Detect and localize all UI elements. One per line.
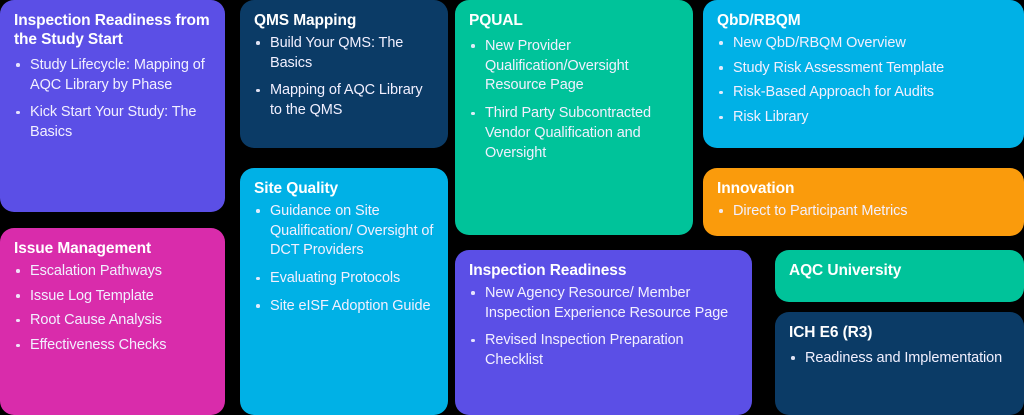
card-bullet-list: New Agency Resource/ Member Inspection E… <box>469 284 738 371</box>
card-qms-mapping[interactable]: QMS Mapping Build Your QMS: The Basics M… <box>240 0 448 148</box>
list-item[interactable]: Root Cause Analysis <box>14 311 211 331</box>
list-item-label: Build Your QMS: The Basics <box>270 34 404 71</box>
bullet-dot <box>471 111 475 116</box>
list-item[interactable]: New Agency Resource/ Member Inspection E… <box>469 284 738 323</box>
bullet-dot <box>471 291 475 295</box>
list-item-label: Site eISF Adoption Guide <box>270 297 431 314</box>
card-title: Innovation <box>717 180 795 197</box>
card-ich-e6-r3[interactable]: ICH E6 (R3) Readiness and Implementation <box>775 312 1024 415</box>
card-title: Issue Management <box>14 240 152 257</box>
list-item[interactable]: Third Party Subcontracted Vendor Qualifi… <box>469 104 679 163</box>
list-item[interactable]: Study Risk Assessment Template <box>717 59 1010 79</box>
list-item-label: Mapping of AQC Library to the QMS <box>270 82 423 119</box>
list-item[interactable]: Build Your QMS: The Basics <box>254 34 434 73</box>
card-title: ICH E6 (R3) <box>789 324 873 341</box>
bullet-dot <box>256 209 260 213</box>
card-bullet-list: New Provider Qualification/Oversight Res… <box>469 37 679 163</box>
card-bullet-list: Escalation Pathways Issue Log Template R… <box>14 262 211 356</box>
card-issue-management[interactable]: Issue Management Escalation Pathways Iss… <box>0 228 225 415</box>
list-item[interactable]: Guidance on Site Qualification/ Oversigh… <box>254 202 434 261</box>
list-item-label: New Provider Qualification/Oversight Res… <box>485 37 629 94</box>
list-item-label: New Agency Resource/ Member Inspection E… <box>485 284 729 321</box>
card-title: Site Quality <box>254 180 339 197</box>
card-title: QbD/RBQM <box>717 12 801 29</box>
card-qbd-rbqm[interactable]: QbD/RBQM New QbD/RBQM Overview Study Ris… <box>703 0 1024 148</box>
bullet-dot <box>719 90 723 95</box>
list-item[interactable]: Escalation Pathways <box>14 262 211 282</box>
bullet-dot <box>256 41 260 45</box>
card-bullet-list: Study Lifecycle: Mapping of AQC Library … <box>14 56 211 143</box>
bullet-dot <box>791 356 795 360</box>
bullet-dot <box>16 318 20 323</box>
list-item[interactable]: Effectiveness Checks <box>14 336 211 356</box>
list-item[interactable]: Risk Library <box>717 108 1010 128</box>
list-item-label: Issue Log Template <box>30 287 154 304</box>
list-item-label: Kick Start Your Study: The Basics <box>30 104 197 140</box>
card-bullet-list: Readiness and Implementation <box>789 349 1010 369</box>
bullet-dot <box>16 294 20 298</box>
card-innovation[interactable]: Innovation Direct to Participant Metrics <box>703 168 1024 236</box>
card-aqc-university[interactable]: AQC University <box>775 250 1024 302</box>
card-bullet-list: Direct to Participant Metrics <box>717 202 1010 222</box>
list-item[interactable]: Risk-Based Approach for Audits <box>717 83 1010 103</box>
list-item-label: New QbD/RBQM Overview <box>733 34 906 51</box>
bullet-dot <box>256 276 260 281</box>
list-item-label: Risk-Based Approach for Audits <box>733 84 934 101</box>
list-item-label: Escalation Pathways <box>30 262 162 279</box>
bullet-dot <box>16 63 20 67</box>
bullet-dot <box>16 110 20 115</box>
card-title: Inspection Readiness <box>469 262 627 279</box>
list-item-label: Direct to Participant Metrics <box>733 202 908 219</box>
card-title: QMS Mapping <box>254 12 357 29</box>
list-item[interactable]: Direct to Participant Metrics <box>717 202 1010 222</box>
bullet-dot <box>719 115 723 120</box>
list-item-label: Risk Library <box>733 109 809 126</box>
list-item[interactable]: Mapping of AQC Library to the QMS <box>254 81 434 120</box>
list-item[interactable]: Readiness and Implementation <box>789 349 1010 369</box>
list-item[interactable]: Issue Log Template <box>14 287 211 307</box>
list-item-label: Study Lifecycle: Mapping of AQC Library … <box>30 56 205 93</box>
card-inspection-readiness[interactable]: Inspection Readiness New Agency Resource… <box>455 250 752 415</box>
list-item-label: Study Risk Assessment Template <box>733 59 945 76</box>
list-item[interactable]: Revised Inspection Preparation Checklist <box>469 331 738 370</box>
bullet-dot <box>16 269 20 273</box>
bullet-dot <box>719 66 723 70</box>
list-item[interactable]: Kick Start Your Study: The Basics <box>14 103 211 142</box>
bullet-dot <box>719 209 723 213</box>
list-item-label: Third Party Subcontracted Vendor Qualifi… <box>485 105 651 161</box>
card-title: Inspection Readiness from the Study Star… <box>14 12 210 48</box>
list-item[interactable]: Evaluating Protocols <box>254 269 434 289</box>
list-item-label: Guidance on Site Qualification/ Oversigh… <box>270 202 434 259</box>
card-title: PQUAL <box>469 12 523 29</box>
bullet-dot <box>256 304 260 308</box>
list-item-label: Readiness and Implementation <box>805 349 1003 366</box>
list-item-label: Evaluating Protocols <box>270 270 401 287</box>
card-bullet-list: Guidance on Site Qualification/ Oversigh… <box>254 202 434 317</box>
list-item-label: Root Cause Analysis <box>30 312 162 329</box>
bullet-dot <box>471 338 475 343</box>
card-pqual[interactable]: PQUAL New Provider Qualification/Oversig… <box>455 0 693 235</box>
list-item-label: Revised Inspection Preparation Checklist <box>485 332 684 369</box>
list-item[interactable]: Site eISF Adoption Guide <box>254 297 434 317</box>
bullet-dot <box>16 343 20 348</box>
card-title: AQC University <box>789 262 902 279</box>
bullet-dot <box>719 41 723 45</box>
list-item[interactable]: New QbD/RBQM Overview <box>717 34 1010 54</box>
card-inspection-readiness-study-start[interactable]: Inspection Readiness from the Study Star… <box>0 0 225 212</box>
card-site-quality[interactable]: Site Quality Guidance on Site Qualificat… <box>240 168 448 415</box>
card-bullet-list: Build Your QMS: The Basics Mapping of AQ… <box>254 34 434 121</box>
card-bullet-list: New QbD/RBQM Overview Study Risk Assessm… <box>717 34 1010 128</box>
list-item-label: Effectiveness Checks <box>30 337 167 354</box>
list-item[interactable]: Study Lifecycle: Mapping of AQC Library … <box>14 56 211 95</box>
list-item[interactable]: New Provider Qualification/Oversight Res… <box>469 37 679 96</box>
bullet-dot <box>256 88 260 93</box>
bullet-dot <box>471 44 475 48</box>
